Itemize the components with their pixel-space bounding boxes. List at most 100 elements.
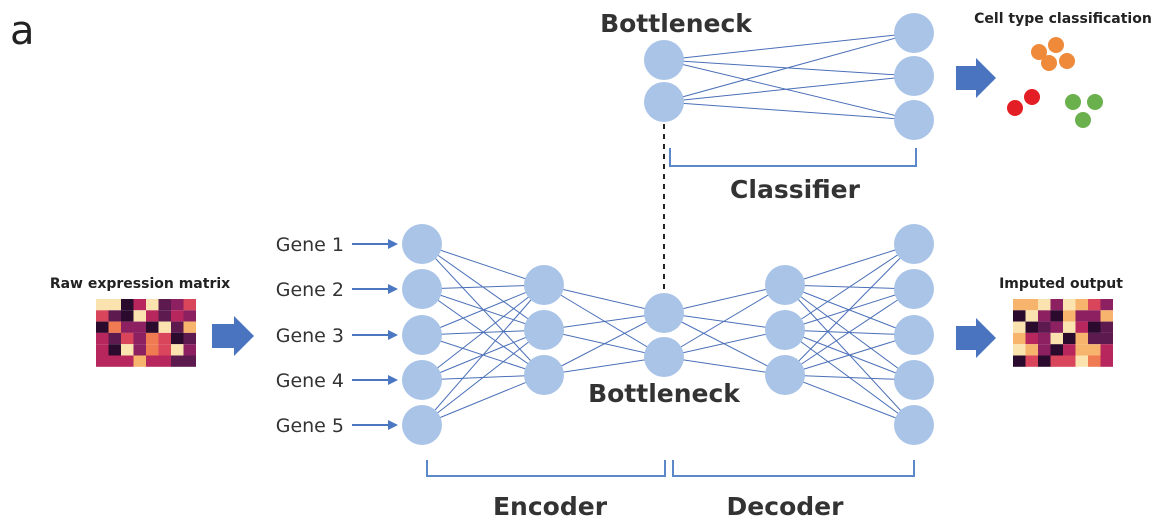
network-edge (543, 312, 665, 376)
heatmap-cell (1088, 310, 1101, 322)
neuron-layer-4 (765, 310, 805, 350)
network-edge (663, 356, 786, 376)
heatmap-cell (133, 344, 146, 356)
output-arrow-icon (956, 318, 996, 358)
network-edge (784, 334, 915, 376)
neuron-layer-5 (894, 269, 934, 309)
cell-dot-orange (1048, 37, 1064, 53)
neuron-layer-1 (402, 405, 442, 445)
heatmap-cell (1075, 332, 1088, 345)
neuron-layer-5 (894, 224, 934, 264)
heatmap-cell (96, 344, 109, 356)
heatmap-cell (121, 299, 134, 311)
heatmap-cell (183, 321, 196, 333)
heatmap-cell (171, 344, 184, 356)
heatmap-cell (1038, 321, 1051, 333)
network-edge (663, 284, 786, 358)
heatmap-cell (1063, 355, 1076, 367)
heatmap-cell (1100, 321, 1113, 333)
heatmap-cell (1038, 355, 1051, 367)
heatmap-cell (183, 355, 196, 367)
gene-label: Gene 3 (276, 325, 344, 347)
network-edge (543, 312, 665, 331)
heatmap-cell (183, 344, 196, 356)
heatmap-cell (121, 310, 134, 322)
heatmap-cell (146, 344, 159, 356)
heatmap-cell (1050, 321, 1063, 333)
heatmap-cell (1063, 332, 1076, 345)
heatmap-cell (108, 332, 121, 345)
cell-dot-green (1087, 94, 1103, 110)
network-edge (784, 288, 915, 376)
heatmap-cell (1088, 355, 1101, 367)
heatmap-cell (1075, 355, 1088, 367)
heatmap-cell (121, 321, 134, 333)
heatmap-cell (171, 299, 184, 311)
classifier-bracket (669, 148, 917, 167)
heatmap-cell (1050, 344, 1063, 356)
network-edge (784, 374, 915, 426)
neuron-layer-2 (524, 355, 564, 395)
panel-label: a (10, 8, 35, 54)
neuron-layer-4 (765, 355, 805, 395)
heatmap-cell (96, 332, 109, 345)
heatmap-cell (158, 344, 171, 356)
neuron-layer-1 (402, 360, 442, 400)
classifier-edge (663, 75, 915, 103)
cell-dot-green (1065, 94, 1081, 110)
neuron-layer-1 (402, 269, 442, 309)
classification-arrow-icon (956, 58, 996, 98)
network-edge (784, 243, 915, 331)
heatmap-cell (1038, 344, 1051, 356)
cell-dot-orange (1041, 55, 1057, 71)
heatmap-cell (133, 332, 146, 345)
cell-dot-red (1024, 89, 1040, 105)
heatmap-cell (133, 310, 146, 322)
raw-matrix-title: Raw expression matrix (50, 276, 230, 292)
heatmap-cell (171, 332, 184, 345)
heatmap-cell (1038, 332, 1051, 345)
heatmap-cell (1050, 355, 1063, 367)
imputed-output-title: Imputed output (999, 276, 1123, 292)
network-edge (543, 356, 665, 376)
network-edge (421, 284, 545, 381)
network-edge (421, 284, 545, 290)
gene-label: Gene 2 (276, 279, 344, 301)
heatmap-cell (1013, 344, 1026, 356)
classifier-neuron-layer-2 (894, 100, 934, 140)
gene-label: Gene 1 (276, 234, 344, 256)
heatmap-cell (1075, 321, 1088, 333)
classifier-edge (663, 101, 915, 121)
heatmap-cell (146, 310, 159, 322)
classifier-edge (663, 59, 915, 121)
classifier-neuron-layer-1 (644, 82, 684, 122)
gene-arrowhead-icon (388, 420, 398, 430)
heatmap-cell (133, 299, 146, 311)
network-edge (421, 284, 545, 426)
neuron-layer-1 (402, 224, 442, 264)
heatmap-cell (171, 310, 184, 322)
network-edge (784, 374, 915, 381)
bottleneck-label-top: Bottleneck (600, 9, 753, 38)
heatmap-cell (158, 299, 171, 311)
classifier-neuron-layer-2 (894, 13, 934, 53)
heatmap-cell (146, 299, 159, 311)
network-edge (421, 243, 545, 286)
heatmap-cell (1038, 299, 1051, 311)
heatmap-cell (158, 310, 171, 322)
cell-dot-green (1075, 112, 1091, 128)
heatmap-cell (183, 310, 196, 322)
heatmap-cell (171, 321, 184, 333)
neuron-layer-5 (894, 405, 934, 445)
heatmap-cell (96, 310, 109, 322)
heatmap-cell (1025, 299, 1038, 311)
neuron-layer-3 (644, 293, 684, 333)
heatmap-cell (1075, 344, 1088, 356)
heatmap-cell (1013, 299, 1026, 311)
classifier-neuron-layer-2 (894, 56, 934, 96)
gene-arrowhead-icon (388, 284, 398, 294)
heatmap-cell (1088, 321, 1101, 333)
decoder-label: Decoder (727, 492, 845, 521)
network-edge (663, 329, 786, 358)
